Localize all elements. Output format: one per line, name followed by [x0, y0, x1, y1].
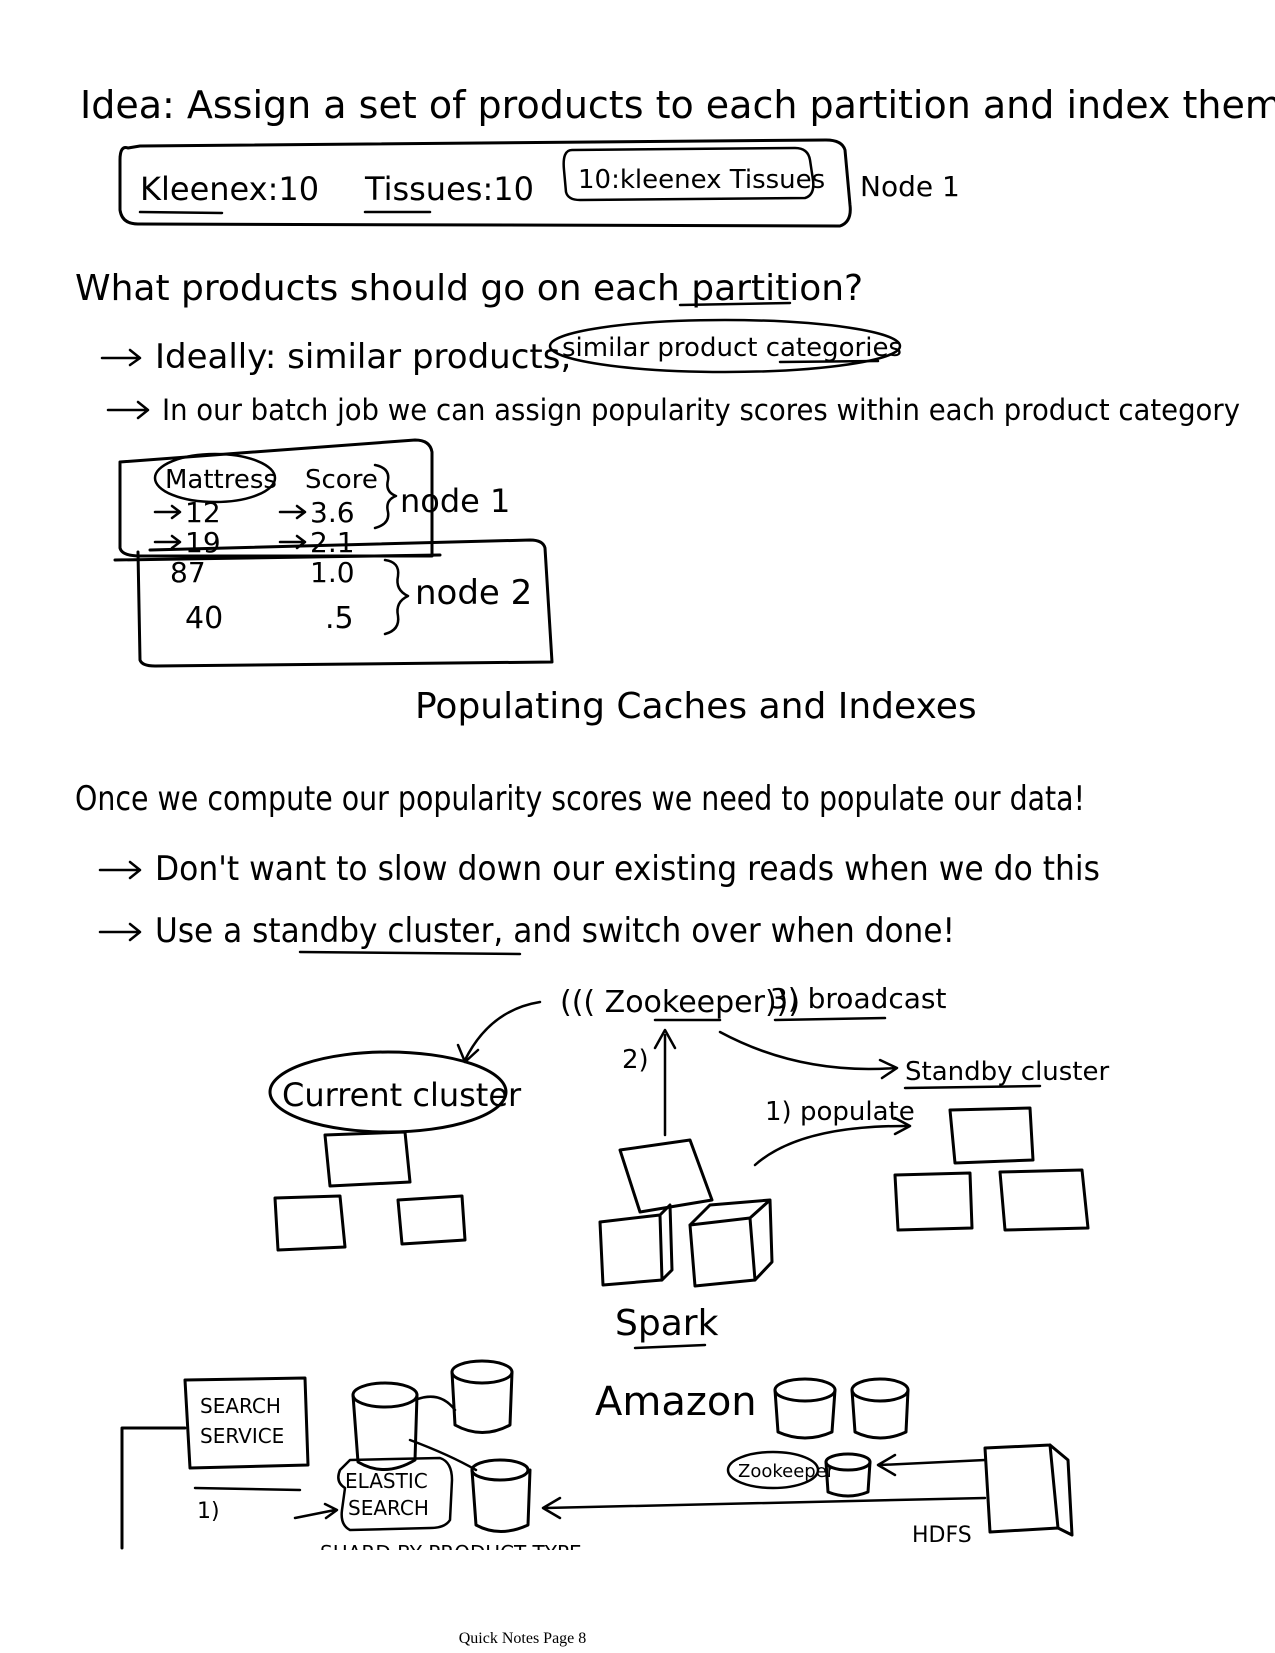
hdfs-label: HDFS: [912, 1523, 972, 1548]
category-circle: [548, 318, 902, 374]
slow-reads-text: Don't want to slow down our existing rea…: [155, 849, 1100, 889]
kleenex-underline: [138, 210, 224, 215]
db-cylinder-4: [773, 1377, 837, 1440]
brace-node1: [373, 463, 398, 530]
arrow-to-elastic-db: [541, 1496, 987, 1520]
mattress-circle: [153, 452, 277, 504]
node2-box: [136, 538, 554, 668]
idea-text: Idea: Assign a set of products to each p…: [80, 83, 1275, 127]
arrow-to-standby: [718, 1030, 899, 1080]
mattress-id-3: 87: [170, 556, 206, 589]
arrow-to-current: [456, 1000, 542, 1064]
outer-bracket-left: [120, 1426, 187, 1550]
search-service-box: [183, 1376, 310, 1470]
arrow-icon: [98, 860, 142, 880]
categories-underline: [778, 359, 880, 364]
arrow-icon: [278, 534, 307, 550]
spark-underline: [633, 1343, 707, 1350]
page-crop-mask: [0, 1550, 1275, 1610]
arrow-icon: [98, 922, 142, 942]
arrow-icon: [278, 504, 307, 520]
db-cylinder-3: [470, 1458, 532, 1533]
spark-cube-top: [618, 1138, 714, 1214]
populating-title: Populating Caches and Indexes: [415, 686, 977, 727]
db-cylinder-1: [351, 1381, 419, 1471]
score-4: .5: [325, 601, 354, 636]
db-cylinder-5: [850, 1377, 910, 1440]
broadcast-label: 3) broadcast: [770, 982, 947, 1015]
arrow-icon: [153, 534, 182, 550]
db-cylinder-2: [450, 1359, 514, 1434]
score-1: 3.6: [310, 496, 355, 529]
node2-table-label: node 2: [415, 573, 532, 613]
standby-cluster-underline: [903, 1084, 1042, 1090]
score-2: 2.1: [310, 526, 355, 559]
spark-cube-right: [688, 1198, 774, 1288]
node1-label: Node 1: [860, 170, 960, 203]
current-node-right: [396, 1194, 467, 1246]
partition-question: What products should go on each partitio…: [75, 268, 863, 309]
step1-label: 1): [197, 1499, 220, 1524]
index-entry: 10:kleenex Tissues: [578, 165, 825, 195]
populate-label: 1) populate: [765, 1097, 915, 1127]
db-cylinder-6: [824, 1452, 872, 1498]
standby-underline: [298, 950, 522, 956]
divider-line: [113, 553, 442, 562]
zookeeper-small-label: Zookeeper: [738, 1461, 835, 1482]
standby-node-top: [948, 1106, 1035, 1165]
zookeeper-ellipse: [726, 1450, 820, 1490]
node1-table-label: node 1: [400, 482, 510, 520]
ideally-text: Ideally: similar products,: [155, 337, 571, 377]
mattress-id-2: 19: [185, 526, 221, 559]
idea-box: [118, 138, 852, 228]
current-node-top: [323, 1130, 412, 1188]
brace-node2: [383, 558, 410, 636]
mattress-id-4: 40: [185, 601, 223, 636]
batch-job-text: In our batch job we can assign popularit…: [162, 393, 1240, 427]
arrow-populate: [753, 1116, 912, 1167]
mattress-header: Mattress: [165, 465, 277, 495]
standby-text: Use a standby cluster, and switch over w…: [155, 911, 955, 951]
current-node-left: [273, 1194, 347, 1252]
score-3: 1.0: [310, 556, 355, 589]
db-link: [413, 1395, 457, 1412]
elastic-line1: ELASTIC: [345, 1469, 428, 1493]
arrow-icon: [153, 504, 182, 520]
mattress-id-1: 12: [185, 496, 221, 529]
page-footer: Quick Notes Page 8: [0, 1630, 1275, 1648]
footer-text: Quick Notes Page 8: [458, 1630, 587, 1647]
similar-categories-text: similar product categories: [562, 333, 902, 363]
search-service-line2: SERVICE: [200, 1424, 284, 1448]
broadcast-underline: [773, 1016, 887, 1022]
standby-node-left: [893, 1171, 974, 1232]
db-link: [408, 1438, 478, 1472]
standby-node-right: [998, 1168, 1090, 1232]
tissues-count: Tissues:10: [364, 170, 534, 208]
zookeeper-label: ((( Zookeeper))): [560, 985, 800, 1020]
step2-label: 2): [622, 1045, 649, 1075]
index-box: [562, 146, 815, 202]
populate-intro: Once we compute our popularity scores we…: [75, 779, 1085, 819]
hdfs-cube: [983, 1443, 1074, 1537]
arrow-to-zookeeper: [876, 1453, 987, 1477]
score-header: Score: [305, 465, 378, 495]
arrow-head: [653, 1028, 677, 1050]
search-underline: [193, 1486, 302, 1492]
arrow-icon: [100, 348, 142, 367]
arrow-icon: [106, 400, 150, 420]
kleenex-count: Kleenex:10: [140, 170, 319, 208]
node1-box: [118, 438, 434, 558]
arrow-to-elastic: [293, 1502, 339, 1520]
standby-cluster-label: Standby cluster: [905, 1057, 1110, 1087]
partition-underline: [678, 301, 792, 307]
elastic-search-box: [337, 1456, 454, 1532]
amazon-title: Amazon: [595, 1379, 757, 1425]
search-service-line1: SEARCH: [200, 1394, 281, 1418]
current-cluster-label: Current cluster: [282, 1076, 522, 1114]
elastic-line2: SEARCH: [348, 1496, 429, 1520]
spark-label: Spark: [615, 1303, 719, 1344]
spark-cube-left: [598, 1203, 674, 1287]
